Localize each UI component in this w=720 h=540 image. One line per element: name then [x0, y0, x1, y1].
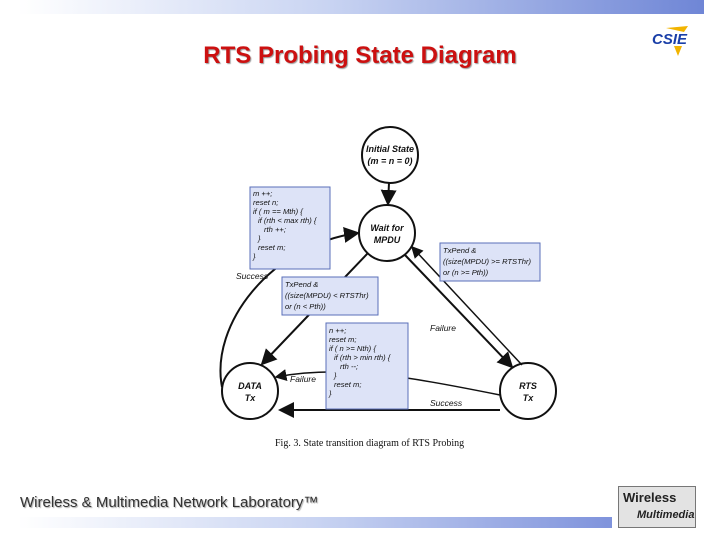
label-failure-right: Failure	[430, 323, 456, 333]
svg-text:if ( m == Mth) {: if ( m == Mth) {	[253, 207, 304, 216]
footer-lab-name: Wireless & Multimedia Network Laboratory…	[20, 494, 319, 511]
svg-text:if (rth < max rth) {: if (rth < max rth) {	[258, 216, 318, 225]
slide-title: RTS Probing State Diagram	[203, 42, 517, 69]
svg-text:reset m;: reset m;	[334, 380, 361, 389]
cse-logo: CSIE	[646, 18, 706, 58]
svg-text:TxPend &: TxPend &	[443, 246, 476, 255]
state-diagram: Initial State (m = n = 0) Wait for MPDU …	[200, 125, 570, 455]
svg-text:}: }	[333, 371, 337, 380]
svg-text:or (n < Pth)): or (n < Pth))	[285, 302, 326, 311]
svg-text:RTS: RTS	[519, 381, 537, 391]
label-success-bottom: Success	[430, 398, 463, 408]
logo-swoosh	[666, 26, 688, 32]
logo-arrow	[674, 46, 682, 56]
svg-text:Tx: Tx	[523, 393, 534, 403]
box-failure-action: n ++; reset m; if ( n >= Nth) { if (rth …	[325, 322, 409, 410]
lab-logo: Wireless Multimedia	[618, 486, 696, 528]
edge-initial-to-wait	[380, 182, 397, 206]
svg-text:reset m;: reset m;	[329, 335, 356, 344]
svg-text:or (n >= Pth)): or (n >= Pth))	[443, 268, 489, 277]
svg-text:((size(MPDU) < RTSThr): ((size(MPDU) < RTSThr)	[285, 291, 369, 300]
svg-text:}: }	[328, 389, 332, 398]
svg-text:reset m;: reset m;	[258, 243, 285, 252]
lab-logo-line1: Wireless	[623, 490, 677, 505]
svg-text:}: }	[252, 252, 256, 261]
svg-text:Wait for: Wait for	[370, 223, 404, 233]
svg-text:Tx: Tx	[245, 393, 256, 403]
top-gradient-bar	[18, 0, 704, 14]
svg-text:((size(MPDU) >= RTSThr): ((size(MPDU) >= RTSThr)	[443, 257, 532, 266]
node-rts-tx: RTS Tx	[499, 362, 557, 420]
edge-rts-failure	[410, 245, 523, 366]
svg-text:TxPend &: TxPend &	[285, 280, 318, 289]
svg-text:rth --;: rth --;	[340, 362, 358, 371]
svg-text:DATA: DATA	[238, 381, 262, 391]
edge-wait-to-rts	[404, 254, 514, 369]
cse-logo-text: CSIE	[652, 31, 688, 48]
bottom-gradient-bar	[18, 517, 612, 528]
svg-text:MPDU: MPDU	[374, 235, 401, 245]
svg-text:(m = n = 0): (m = n = 0)	[367, 156, 412, 166]
node-data-tx: DATA Tx	[221, 362, 279, 420]
lab-logo-line2: Multimedia	[637, 509, 695, 521]
node-initial-state: Initial State (m = n = 0)	[361, 126, 419, 184]
svg-text:m ++;: m ++;	[253, 189, 272, 198]
svg-text:if (rth > min rth) {: if (rth > min rth) {	[334, 353, 392, 362]
svg-text:if ( n >= Nth) {: if ( n >= Nth) {	[329, 344, 377, 353]
box-success-action: m ++; reset n; if ( m == Mth) { if (rth …	[249, 186, 331, 270]
svg-text:n ++;: n ++;	[329, 326, 346, 335]
figure-caption: Fig. 3. State transition diagram of RTS …	[275, 438, 464, 449]
svg-text:rth ++;: rth ++;	[264, 225, 286, 234]
svg-text:Initial State: Initial State	[366, 144, 414, 154]
svg-text:reset n;: reset n;	[253, 198, 278, 207]
label-success-top: Success	[236, 271, 269, 281]
label-failure-left: Failure	[290, 374, 316, 384]
box-to-rts-condition: TxPend & ((size(MPDU) >= RTSThr) or (n >…	[439, 242, 541, 282]
svg-text:}: }	[257, 234, 261, 243]
box-to-data-condition: TxPend & ((size(MPDU) < RTSThr) or (n < …	[281, 276, 379, 316]
